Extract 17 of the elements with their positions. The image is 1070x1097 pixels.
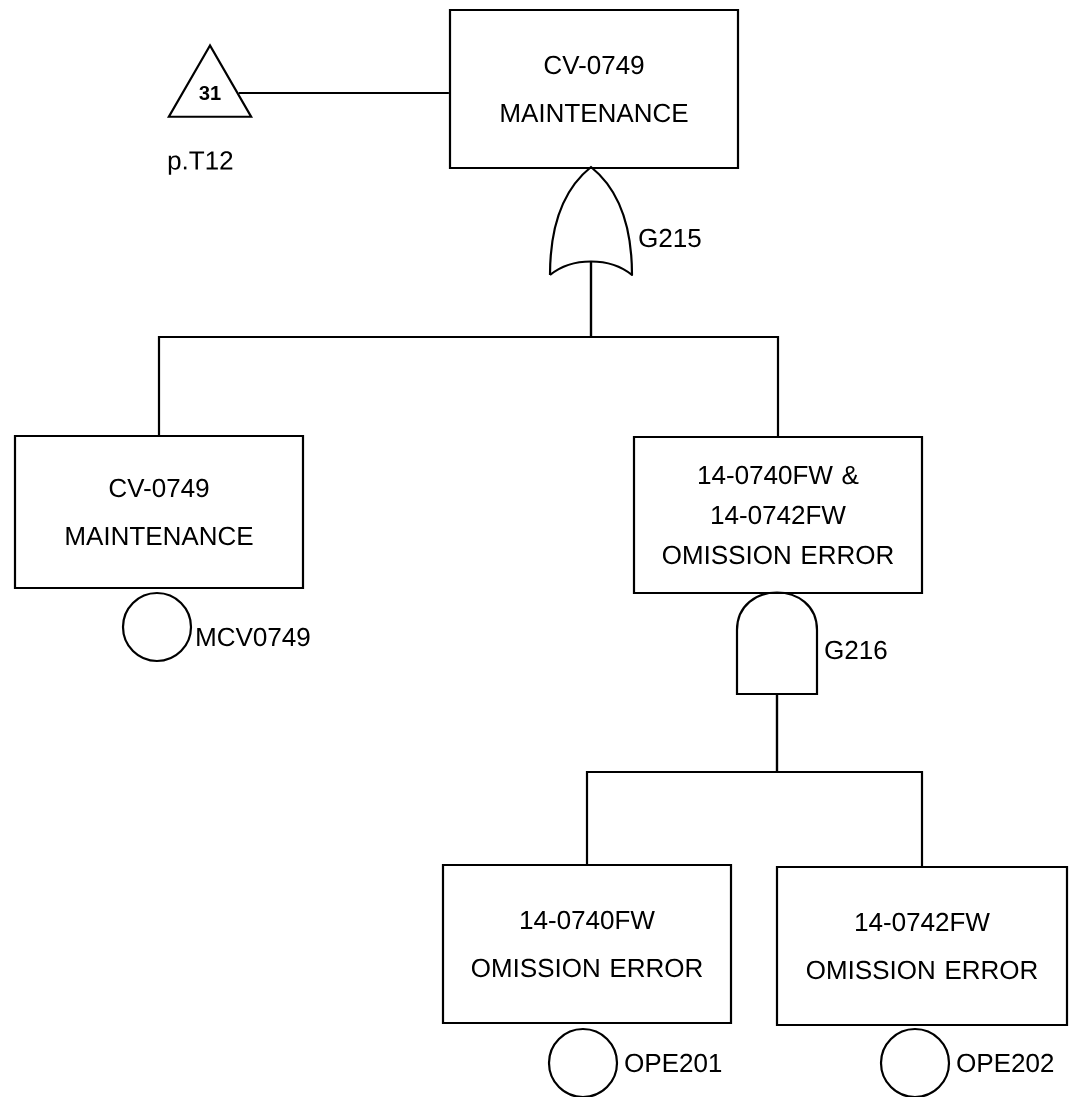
connector-line: [775, 695, 924, 866]
event-code: MCV0749: [197, 627, 310, 647]
event-box: 14-0740FW & 14-0742FW OMISSION ERROR: [632, 435, 924, 595]
event-box: 14-0740FW OMISSION ERROR: [441, 863, 733, 1025]
event-box: CV-0749 MAINTENANCE: [448, 8, 740, 170]
event-code: OPE201: [625, 1053, 722, 1073]
connector-line: [589, 262, 780, 436]
event-box: CV-0749 MAINTENANCE: [13, 434, 305, 590]
event-code: G216: [825, 640, 887, 660]
event-code: p.T12: [168, 151, 233, 175]
basic-event-circle: [121, 591, 193, 663]
or-gate: [548, 165, 634, 277]
event-code: G215: [639, 228, 701, 248]
event-code: OPE202: [957, 1053, 1054, 1073]
event-box: 14-0742FW OMISSION ERROR: [775, 865, 1069, 1027]
connector-line: [238, 91, 449, 95]
and-gate: [735, 591, 819, 696]
